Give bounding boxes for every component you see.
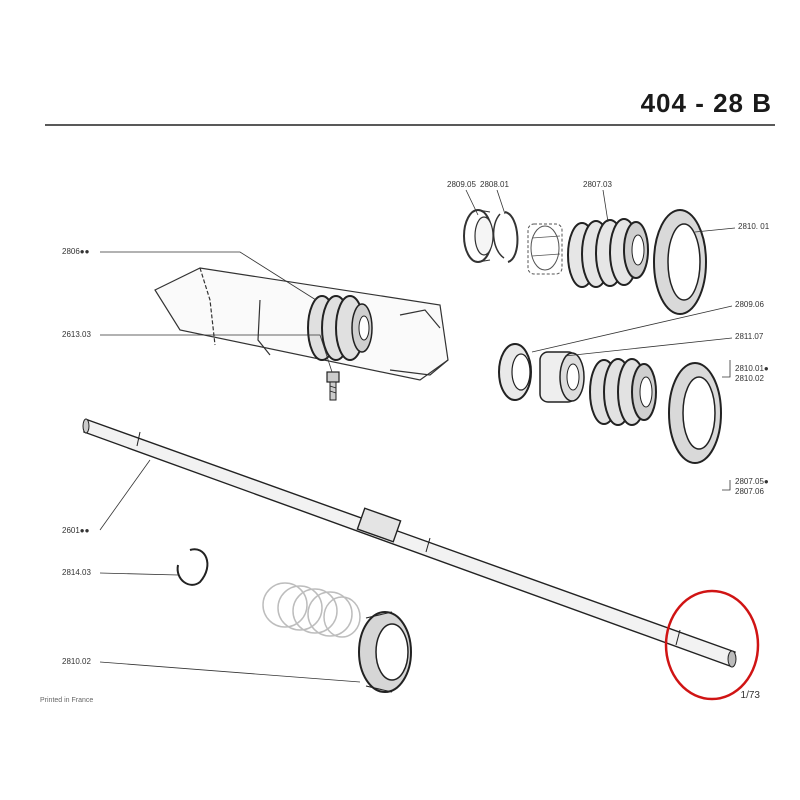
- label-2807-03: 2807.03: [583, 180, 612, 189]
- label-2810-02-mid: 2810.02: [735, 374, 764, 383]
- highlight-circle: [664, 589, 760, 701]
- main-shaft-2601: [82, 418, 737, 668]
- seal-2807-05: [589, 358, 657, 426]
- label-2613-03: 2613.03: [62, 330, 91, 339]
- ring-2809-06: [498, 343, 532, 401]
- page-title: 404 - 28 B: [640, 88, 772, 118]
- label-2601: 2601●●: [62, 526, 90, 535]
- label-2811-07: 2811.07: [735, 332, 764, 341]
- label-2814-03: 2814.03: [62, 568, 91, 577]
- label-2807-06: 2807.06: [735, 487, 764, 496]
- label-2810-02-bottom: 2810.02: [62, 657, 91, 666]
- gasket-2810-01-mid: [668, 362, 722, 464]
- snap-ring-2814-03: [176, 548, 209, 586]
- bearing-2807-03-inner: [527, 223, 563, 275]
- seal-2807-03: [567, 218, 649, 288]
- page-number: 1/73: [740, 690, 760, 701]
- label-2808-01: 2808.01: [480, 180, 509, 189]
- bearing-2811-07: [539, 351, 585, 403]
- label-2809-06: 2809.06: [735, 300, 764, 309]
- label-2810-01-top: 2810. 01: [738, 222, 770, 231]
- circlip-2808-01: [492, 211, 519, 263]
- screw-2613-03: [326, 371, 340, 401]
- ring-2809-05: [463, 209, 494, 263]
- gasket-2810-02-bottom: [358, 611, 412, 693]
- printed-in-france: Printed in France: [40, 697, 94, 704]
- housing-tube-2806: [154, 267, 449, 381]
- housing-seal-2806: [307, 295, 373, 361]
- label-2810-01-mid: 2810.01●: [735, 364, 769, 373]
- gasket-2810-01-top: [653, 209, 707, 315]
- label-2809-05: 2809.05: [447, 180, 476, 189]
- leader-lines: [99, 189, 736, 683]
- faded-bellows: [262, 582, 361, 638]
- label-2807-05: 2807.05●: [735, 477, 769, 486]
- label-2806: 2806●●: [62, 247, 90, 256]
